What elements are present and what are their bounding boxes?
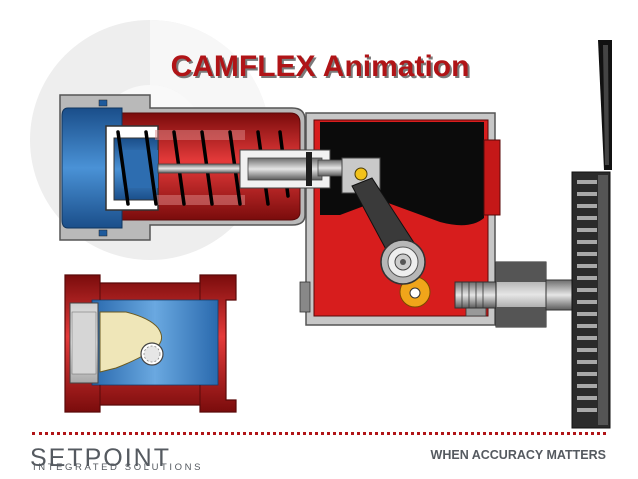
slide-title: CAMFLEX Animation	[170, 50, 470, 83]
brand-subtitle: INTEGRATED SOLUTIONS	[33, 462, 204, 473]
positioner-cam-housing	[239, 112, 501, 326]
footer-divider	[32, 432, 606, 435]
camflex-valve-body	[64, 274, 237, 413]
brand-logo: SETPOINT	[30, 444, 172, 472]
handwheel-gear	[454, 40, 612, 429]
spring-piston-actuator	[59, 94, 319, 241]
footer-tagline: WHEN ACCURACY MATTERS	[430, 448, 606, 462]
